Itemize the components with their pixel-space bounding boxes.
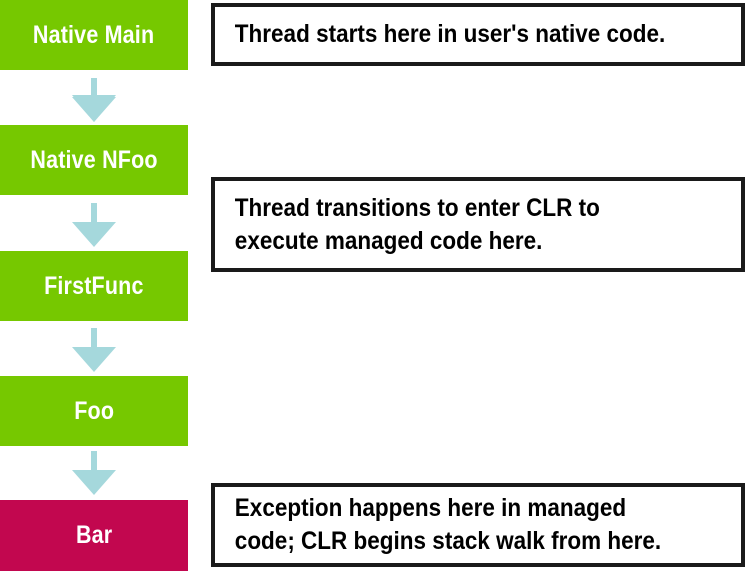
- stack-frame-foo: Foo: [0, 376, 188, 446]
- arrow-down-icon: [68, 203, 120, 249]
- stack-frame-label: Native NFoo: [30, 145, 158, 174]
- callout-text: Exception happens here in managed code; …: [234, 494, 662, 555]
- stack-frame-label: Bar: [75, 521, 113, 549]
- stack-frame-bar: Bar: [0, 500, 188, 571]
- stack-frame-native-main: Native Main: [0, 0, 188, 70]
- stack-frame-label: Native Main: [33, 20, 155, 49]
- stack-frame-label: FirstFunc: [44, 271, 144, 300]
- callout-text: Thread transitions to enter CLR to execu…: [234, 193, 600, 255]
- callout-clr-transition: Thread transitions to enter CLR to execu…: [211, 177, 745, 272]
- arrow-down-icon: [68, 328, 120, 374]
- arrow-down-icon: [68, 78, 120, 124]
- callout-exception: Exception happens here in managed code; …: [211, 483, 745, 567]
- callout-text: Thread starts here in user's native code…: [234, 20, 666, 48]
- stack-frame-native-nfoo: Native NFoo: [0, 125, 188, 195]
- arrow-down-icon: [68, 451, 120, 497]
- stack-frame-label: Foo: [74, 396, 114, 425]
- callout-thread-start: Thread starts here in user's native code…: [211, 3, 745, 66]
- stack-frame-firstfunc: FirstFunc: [0, 251, 188, 321]
